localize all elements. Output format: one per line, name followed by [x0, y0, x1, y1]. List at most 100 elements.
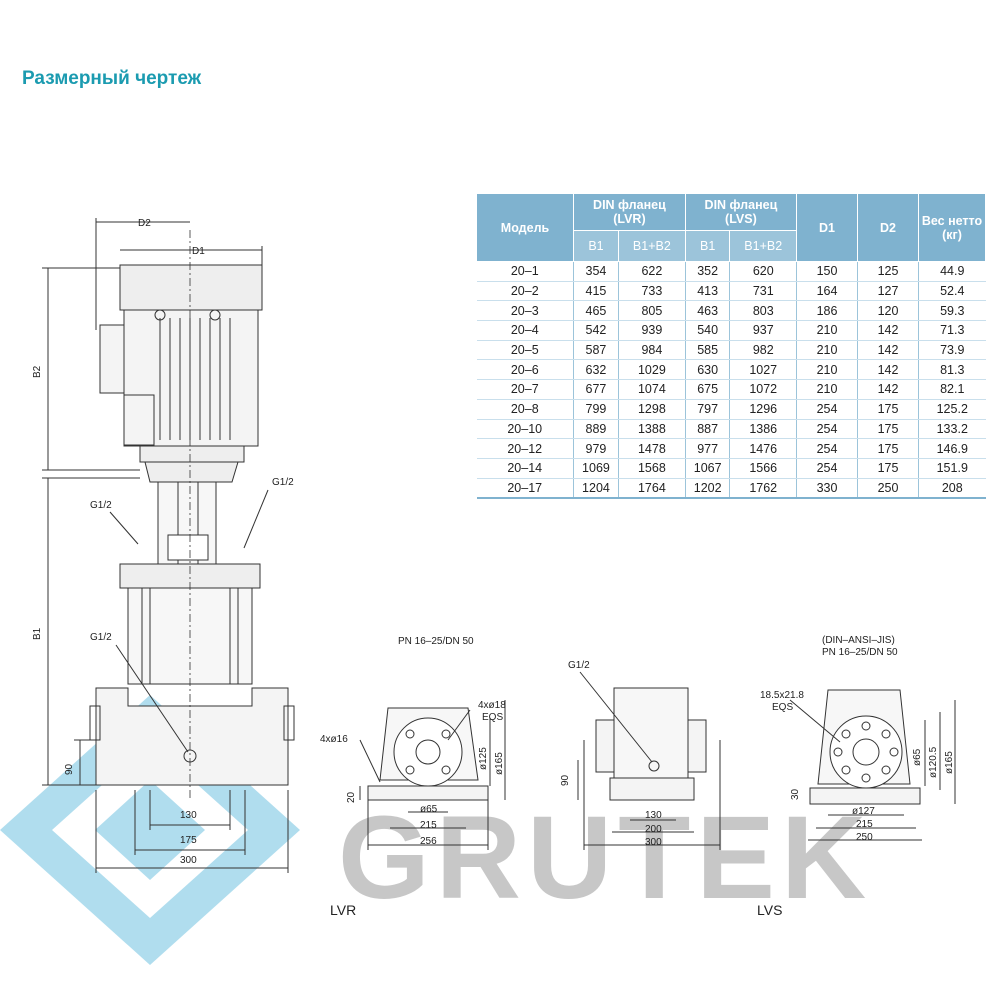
table-cell: 887: [685, 419, 731, 440]
table-cell: 1388: [618, 419, 686, 440]
col-lvr-b1: B1: [573, 230, 619, 262]
table-cell: 1029: [618, 359, 686, 381]
label-lvs-slot: 18.5x21.8: [760, 690, 804, 701]
label-b1: B1: [32, 627, 43, 640]
label-lvs-pn: PN 16–25/DN 50: [822, 647, 898, 658]
motor-cap: [119, 264, 263, 311]
lvs-flange: [829, 715, 903, 789]
col-lvs-b1b2: B1+B2: [729, 230, 797, 262]
label-dim130: 130: [180, 810, 197, 821]
table-cell: 803: [729, 300, 797, 322]
table-cell: 151.9: [918, 458, 986, 479]
table-cell: 20–17: [476, 478, 574, 500]
label-g12-drain: G1/2: [90, 632, 112, 643]
table-cell: 352: [685, 261, 731, 282]
table-cell: 1476: [729, 438, 797, 459]
col-lvr: DIN фланец (LVR): [573, 193, 686, 231]
table-cell: 675: [685, 379, 731, 400]
label-side-dim200: 200: [645, 824, 662, 835]
table-cell: 1074: [618, 379, 686, 400]
label-lvs-d1205: ø120.5: [928, 746, 939, 778]
label-d1: D1: [192, 246, 205, 257]
label-lvs-dim215: 215: [856, 819, 873, 830]
table-cell: 254: [796, 419, 858, 440]
table-cell: 59.3: [918, 300, 986, 322]
table-cell: 20–6: [476, 359, 574, 381]
page-title: Размерный чертеж: [22, 68, 202, 89]
label-lvr-d165: ø165: [494, 752, 505, 775]
table-cell: 630: [685, 359, 731, 381]
table-cell: 210: [796, 340, 858, 361]
motor-fins: [159, 318, 231, 440]
col-model: Модель: [476, 193, 574, 262]
table-cell: 142: [857, 340, 919, 361]
label-side-dim300: 300: [645, 837, 662, 848]
dimension-table: Модель DIN фланец (LVR) DIN фланец (LVS)…: [476, 193, 986, 500]
label-lvr-holes18: 4xø18: [478, 700, 506, 711]
table-cell: 1568: [618, 458, 686, 479]
label-lvs-dim250: 250: [856, 832, 873, 843]
col-d1: D1: [796, 193, 858, 262]
table-cell: 463: [685, 300, 731, 322]
table-cell: 20–3: [476, 300, 574, 322]
table-cell: 1202: [685, 478, 731, 500]
terminal-box: [99, 324, 125, 394]
table-cell: 1027: [729, 359, 797, 381]
label-d2: D2: [138, 218, 151, 229]
label-side-dim90: 90: [560, 774, 571, 786]
table-cell: 979: [573, 438, 619, 459]
label-lvr-d65: ø65: [420, 804, 438, 815]
label-lvr-eqs: EQS: [482, 712, 504, 723]
table-cell: 175: [857, 419, 919, 440]
caption-lvr: LVR: [330, 902, 357, 918]
table-cell: 20–1: [476, 261, 574, 282]
table-cell: 620: [729, 261, 797, 282]
table-cell: 977: [685, 438, 731, 459]
lvr-flange: [393, 717, 463, 787]
table-cell: 142: [857, 379, 919, 400]
table-cell: 733: [618, 281, 686, 302]
table-cell: 939: [618, 320, 686, 341]
table-cell: 81.3: [918, 359, 986, 381]
table-cell: 20–14: [476, 458, 574, 479]
table-cell: 210: [796, 379, 858, 400]
label-lvr-pn: PN 16–25/DN 50: [398, 636, 474, 647]
label-lvr-dim215: 215: [420, 820, 437, 831]
label-lvs-d127: ø127: [852, 806, 875, 817]
table-cell: 20–2: [476, 281, 574, 302]
label-lvr-dim256: 256: [420, 836, 437, 847]
label-g12-left: G1/2: [90, 500, 112, 511]
table-cell: 20–8: [476, 399, 574, 420]
table-cell: 1566: [729, 458, 797, 479]
table-cell: 82.1: [918, 379, 986, 400]
table-cell: 1298: [618, 399, 686, 420]
label-dim175: 175: [180, 835, 197, 846]
table-cell: 125.2: [918, 399, 986, 420]
watermark-text: GRUTEK: [338, 792, 873, 924]
label-g12-right: G1/2: [272, 477, 294, 488]
label-lvs-std: (DIN–ANSI–JIS): [822, 635, 895, 646]
table-cell: 465: [573, 300, 619, 322]
table-cell: 797: [685, 399, 731, 420]
label-lvr-holes16: 4xø16: [320, 734, 348, 745]
table-cell: 175: [857, 399, 919, 420]
table-cell: 150: [796, 261, 858, 282]
table-cell: 677: [573, 379, 619, 400]
table-cell: 799: [573, 399, 619, 420]
col-weight: Вес нетто (кг): [918, 193, 986, 262]
table-cell: 632: [573, 359, 619, 381]
table-cell: 20–5: [476, 340, 574, 361]
table-cell: 1296: [729, 399, 797, 420]
table-cell: 1764: [618, 478, 686, 500]
label-b2: B2: [32, 365, 43, 378]
table-cell: 937: [729, 320, 797, 341]
table-cell: 20–7: [476, 379, 574, 400]
